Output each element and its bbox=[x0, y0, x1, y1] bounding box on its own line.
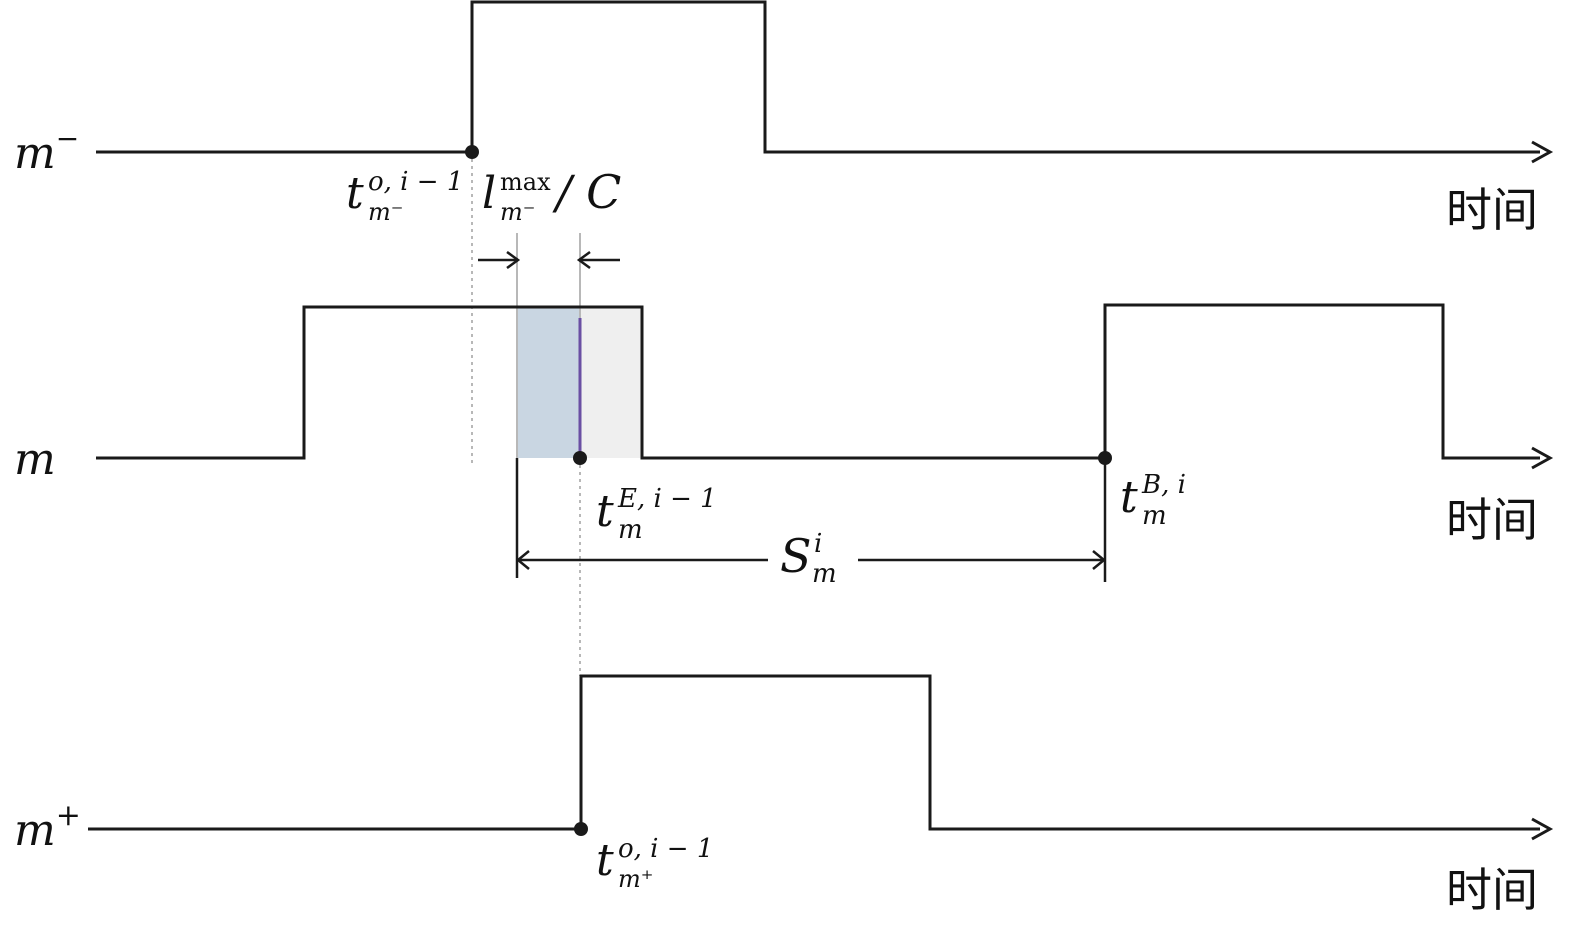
label-l-max-base: l bbox=[482, 168, 496, 219]
signal-m-plus bbox=[88, 674, 1540, 831]
label-s-base: S bbox=[780, 529, 812, 583]
axis-arrow-m bbox=[1531, 446, 1554, 470]
l-max-arrow-right-head bbox=[576, 250, 591, 270]
label-t-b-sup: B, i bbox=[1141, 470, 1186, 500]
row-label-m: m bbox=[14, 434, 56, 485]
label-l-max-sub: m⁻ bbox=[500, 198, 535, 226]
label-t-o-minus-sub: m⁻ bbox=[368, 198, 403, 226]
label-t-e-sub: m bbox=[618, 515, 643, 545]
label-t-b-base: t bbox=[1120, 472, 1138, 523]
signal-m-minus bbox=[96, 0, 1540, 154]
label-t-o-minus-sup: o, i − 1 bbox=[368, 167, 463, 197]
label-s-sub: m bbox=[812, 559, 837, 589]
label-t-o-plus-sup: o, i − 1 bbox=[618, 834, 713, 864]
dot-t-o-plus bbox=[574, 822, 588, 836]
s-arrow-right-head bbox=[1092, 550, 1106, 570]
label-t-o-minus-base: t bbox=[346, 168, 364, 219]
l-max-arrow-left-head bbox=[506, 250, 521, 270]
label-t-e-sup: E, i − 1 bbox=[617, 484, 717, 514]
label-l-max-tail: / C bbox=[552, 165, 621, 219]
label-t-o-plus-base: t bbox=[596, 835, 614, 886]
row-label-m-minus: m− bbox=[14, 122, 79, 179]
row-label-m-plus: m+ bbox=[14, 798, 81, 856]
label-s-sup: i bbox=[814, 529, 822, 559]
dot-t-e bbox=[573, 451, 587, 465]
label-t-o-plus-sub: m⁺ bbox=[618, 865, 653, 893]
axis-label-time-2: 时间 bbox=[1446, 493, 1538, 547]
axis-arrow-m-plus bbox=[1531, 817, 1554, 841]
s-arrow-left-head bbox=[516, 550, 530, 570]
label-l-max-sup: max bbox=[500, 168, 551, 196]
blue-shaded-interval bbox=[517, 307, 580, 458]
label-t-b-sub: m bbox=[1142, 501, 1167, 531]
axis-label-time-1: 时间 bbox=[1446, 183, 1538, 237]
label-t-e-base: t bbox=[596, 486, 614, 537]
axis-label-time-3: 时间 bbox=[1446, 863, 1538, 917]
axis-arrow-m-minus bbox=[1531, 140, 1554, 164]
signal-m bbox=[96, 303, 1540, 460]
dot-t-o-minus bbox=[465, 145, 479, 159]
